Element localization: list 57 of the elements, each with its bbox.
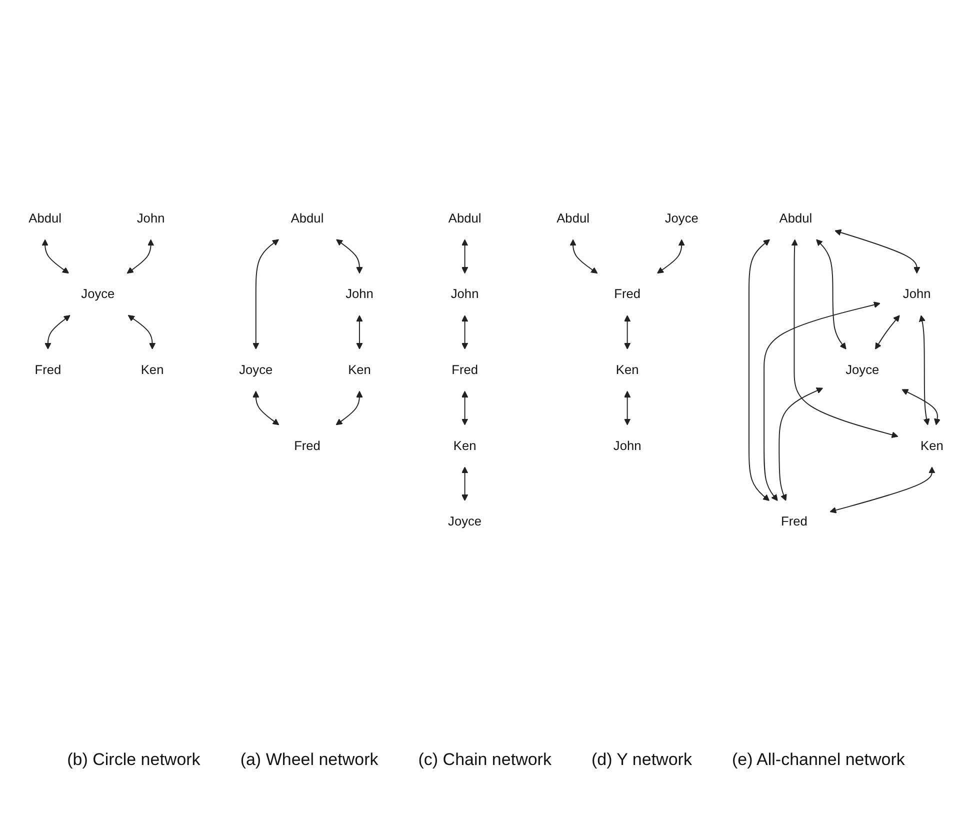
arrow [816, 239, 846, 350]
arrow [791, 239, 898, 438]
node-text: John [902, 286, 931, 302]
arrow [570, 239, 598, 274]
node-text: Joyce [81, 286, 115, 302]
node-text: Joyce [239, 362, 273, 377]
node-text: John [450, 286, 479, 302]
arrow [624, 390, 631, 426]
arrow [918, 315, 930, 426]
node-text: Ken [453, 438, 476, 453]
node-text: Fred [452, 362, 478, 377]
arrow [624, 315, 631, 350]
node-text: Abdul [448, 211, 482, 226]
node-text: Joyce [664, 211, 698, 226]
node-text: Ken [348, 362, 371, 377]
arrow [764, 302, 880, 501]
arrow [42, 239, 70, 274]
node-text: Abdul [290, 211, 324, 226]
node-text: Ken [140, 362, 164, 377]
caption: (b) Circle network [67, 750, 200, 770]
arrow [657, 239, 685, 274]
node-text: John [346, 286, 374, 302]
caption: (a) Wheel network [240, 750, 378, 770]
arrow [461, 390, 468, 426]
arrow [252, 390, 280, 426]
node-text: Fred [781, 514, 808, 529]
caption: (e) All-channel network [732, 750, 905, 770]
node-text: John [136, 211, 165, 226]
node-text: Abdul [556, 211, 590, 226]
arrow [461, 315, 468, 350]
node-text: Abdul [28, 211, 62, 226]
arrow [126, 239, 154, 274]
arrow [778, 388, 824, 501]
arrow [834, 229, 920, 274]
arrow [875, 315, 900, 350]
arrow [128, 315, 156, 350]
node-text: Ken [920, 438, 944, 453]
node-text: Fred [34, 362, 62, 377]
node-text: Abdul [779, 211, 812, 226]
arrow [830, 466, 936, 514]
arrow [252, 239, 279, 350]
arrow [336, 239, 363, 274]
node-text: Joyce [846, 362, 880, 377]
arrow [356, 315, 363, 350]
node-text: John [613, 438, 642, 453]
arrow [336, 390, 363, 426]
node-text: Ken [616, 362, 639, 377]
arrow [902, 389, 941, 426]
caption: (d) Y network [591, 750, 692, 770]
arrow [461, 466, 468, 501]
arrow [748, 239, 770, 501]
node-text: Fred [294, 438, 320, 453]
node-text: Joyce [448, 514, 482, 529]
node-text: Fred [614, 286, 641, 302]
arrow [44, 315, 70, 350]
arrow [461, 239, 468, 274]
caption: (c) Chain network [418, 750, 552, 770]
